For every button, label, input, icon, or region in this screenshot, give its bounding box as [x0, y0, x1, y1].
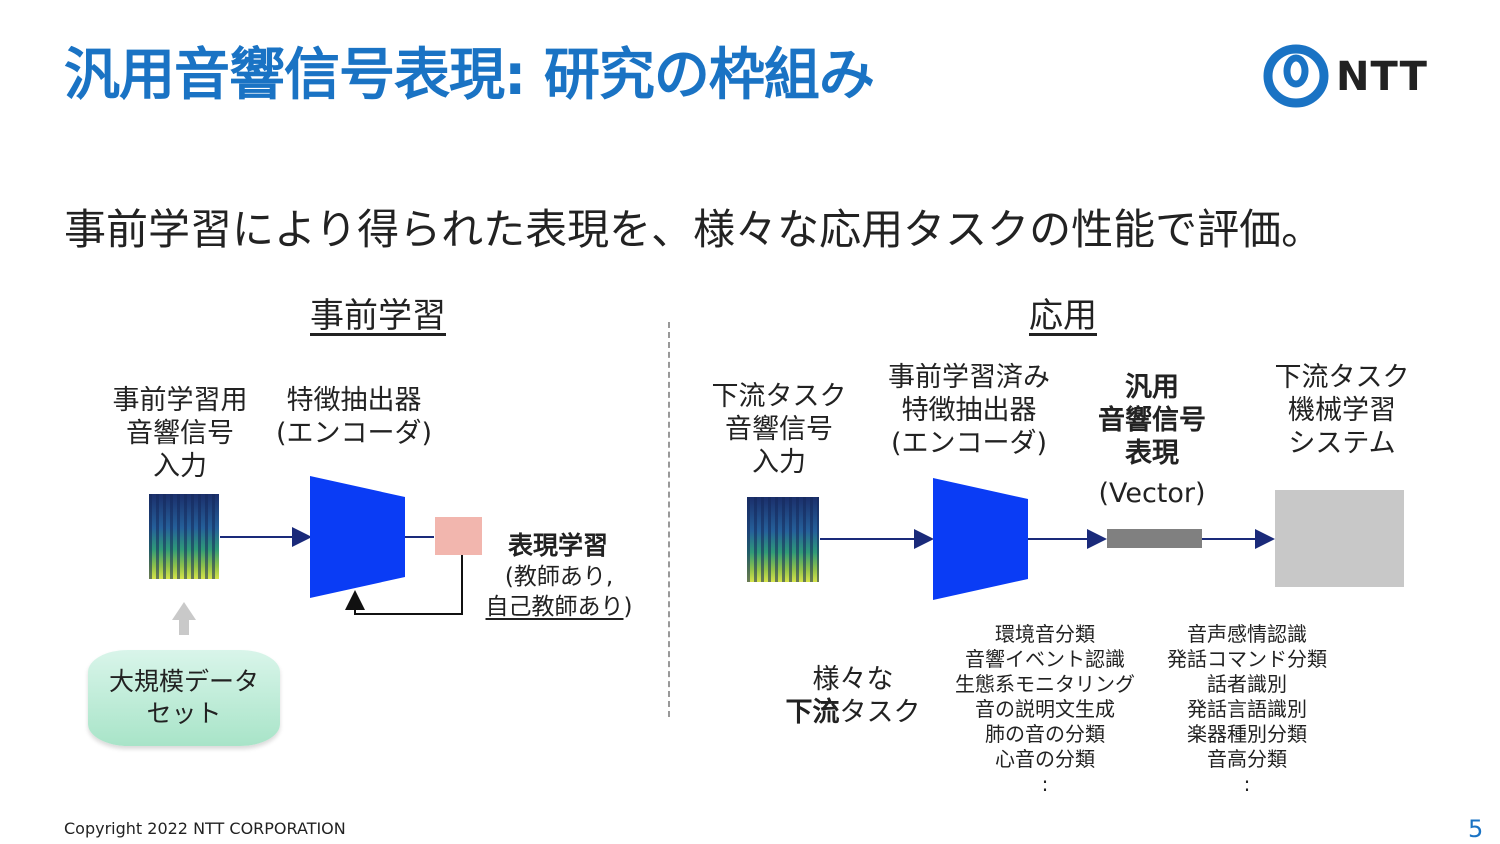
- list-item: 音響イベント認識: [965, 647, 1125, 671]
- list-item: 音高分類: [1207, 747, 1287, 771]
- learning-subtitle: (教師あり, 自己教師あり): [485, 564, 633, 620]
- pretraining-encoder-label: 特徴抽出器 (エンコーダ): [275, 385, 433, 449]
- list-item: :: [1243, 772, 1251, 796]
- application-input-label: 下流タスク 音響信号 入力: [711, 381, 847, 478]
- representation-vector-bar: [1107, 529, 1202, 548]
- task-list-speech: 音声感情認識 発話コマンド分類 話者識別 発話言語識別 楽器種別分類 音高分類 …: [1152, 622, 1342, 797]
- dataset-up-arrow: [172, 602, 196, 635]
- large-dataset-cylinder: 大規模データ セット: [88, 650, 280, 746]
- learning-title: 表現学習: [507, 531, 608, 560]
- copyright: Copyright 2022 NTT CORPORATION: [64, 819, 346, 838]
- various-tasks-label: 様々な 下流タスク: [785, 664, 921, 728]
- ntt-logo-icon: [1263, 44, 1329, 108]
- list-item: :: [1041, 772, 1049, 796]
- list-item: 話者識別: [1207, 672, 1287, 696]
- logo-text: NTT: [1336, 54, 1428, 100]
- list-item: 環境音分類: [995, 622, 1095, 646]
- application-heading: 応用: [1029, 296, 1097, 336]
- page-title: 汎用音響信号表現: 研究の枠組み: [64, 43, 875, 108]
- representation-sub-label: (Vector): [1098, 478, 1206, 509]
- subtitle: 事前学習により得られた表現を、様々な応用タスクの性能で評価。: [64, 205, 1324, 254]
- pretraining-input-label: 事前学習用 音響信号 入力: [112, 385, 248, 482]
- feedback-arrow: [345, 555, 463, 615]
- list-item: 楽器種別分類: [1187, 722, 1307, 746]
- pretraining-encoder-shape: [310, 476, 405, 598]
- list-item: 発話言語識別: [1187, 697, 1307, 721]
- section-divider: [668, 322, 670, 717]
- representation-label: 汎用 音響信号 表現: [1098, 372, 1206, 469]
- application-spectrogram: [747, 497, 819, 582]
- list-item: 音の説明文生成: [975, 697, 1115, 721]
- application-encoder-shape: [933, 478, 1028, 600]
- list-item: 肺の音の分類: [985, 722, 1105, 746]
- list-item: 生態系モニタリング: [955, 672, 1135, 696]
- page-number: 5: [1468, 815, 1484, 843]
- list-item: 発話コマンド分類: [1167, 647, 1327, 671]
- pretraining-heading: 事前学習: [310, 296, 446, 336]
- pretraining-spectrogram: [149, 494, 219, 579]
- task-list-environmental: 環境音分類 音響イベント認識 生態系モニタリング 音の説明文生成 肺の音の分類 …: [940, 622, 1150, 797]
- downstream-system-label: 下流タスク 機械学習 システム: [1274, 362, 1410, 459]
- application-encoder-label: 事前学習済み 特徴抽出器 (エンコーダ): [888, 362, 1050, 459]
- list-item: 心音の分類: [995, 747, 1095, 771]
- downstream-system-box: [1275, 490, 1404, 587]
- list-item: 音声感情認識: [1187, 622, 1307, 646]
- pretraining-representation-box: [435, 517, 482, 555]
